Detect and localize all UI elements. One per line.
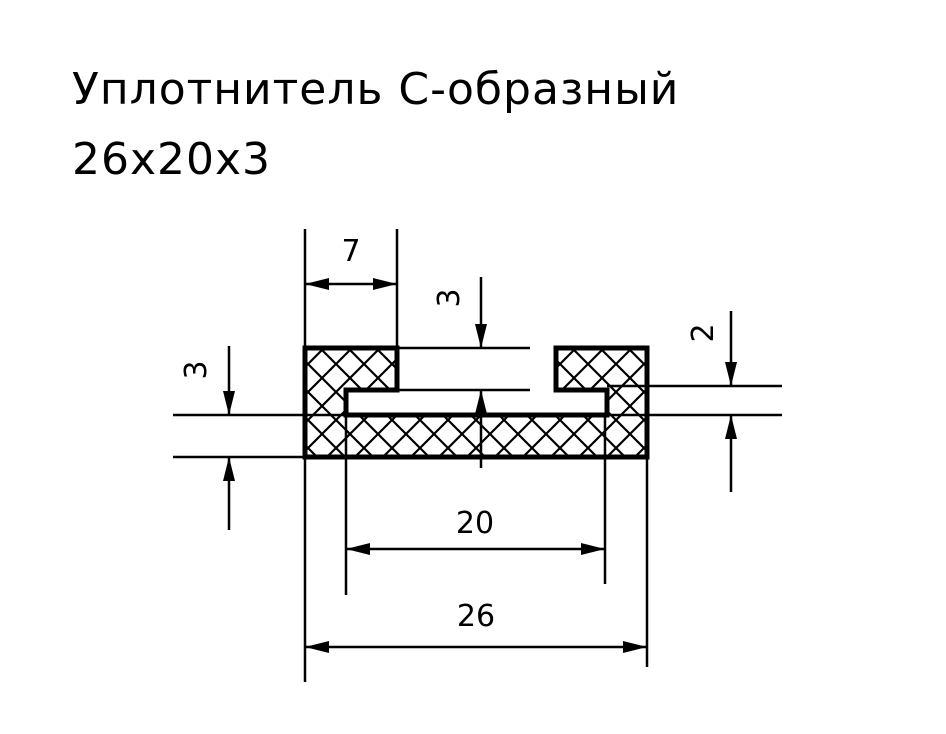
seal-profile-section	[302, 345, 650, 460]
dim-label-2: 2	[686, 323, 721, 342]
dimension-lines	[223, 277, 737, 653]
dim-label-3-left: 3	[179, 360, 214, 379]
dim-label-3-slot: 3	[432, 288, 467, 307]
title-line-2: 26x20x3	[72, 134, 272, 185]
extension-lines	[173, 229, 782, 682]
dim-label-20: 20	[456, 506, 494, 541]
dim-label-7: 7	[341, 234, 360, 269]
dim-label-26: 26	[457, 599, 495, 634]
title-line-1: Уплотнитель С-образный	[72, 64, 680, 115]
